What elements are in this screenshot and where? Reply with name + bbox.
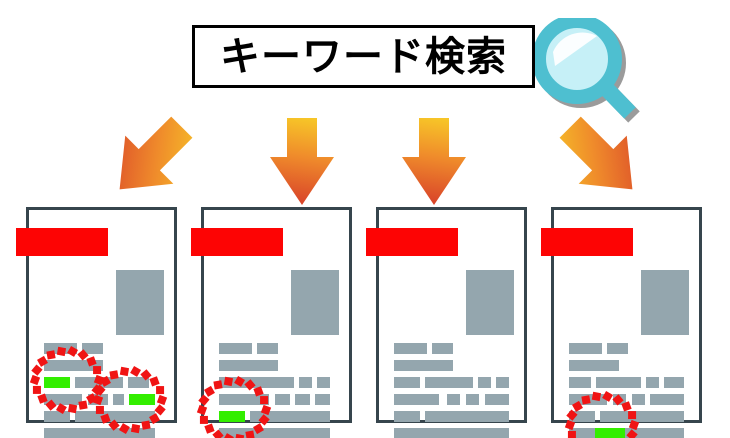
document-page-4[interactable] bbox=[541, 207, 702, 438]
text-line bbox=[650, 394, 684, 405]
text-line bbox=[569, 360, 619, 371]
text-line bbox=[613, 394, 626, 405]
keyword-highlight bbox=[44, 377, 70, 388]
text-line bbox=[219, 394, 269, 405]
text-line bbox=[75, 377, 123, 388]
text-line bbox=[295, 394, 310, 405]
text-line bbox=[128, 377, 149, 388]
keyword-highlight bbox=[219, 411, 245, 422]
text-line bbox=[600, 411, 684, 422]
arrow-to-page-4 bbox=[559, 116, 633, 190]
text-line bbox=[44, 428, 155, 438]
page-header-bar bbox=[191, 228, 283, 256]
text-line bbox=[113, 394, 124, 405]
page-title: キーワード検索 bbox=[220, 33, 507, 80]
text-line bbox=[432, 343, 453, 354]
text-line bbox=[425, 411, 509, 422]
text-line bbox=[299, 377, 312, 388]
text-line bbox=[478, 377, 491, 388]
text-line bbox=[625, 428, 684, 438]
text-line bbox=[394, 360, 453, 371]
text-line bbox=[275, 394, 290, 405]
text-line bbox=[569, 343, 602, 354]
text-line bbox=[82, 343, 103, 354]
keyword-search-title-box: キーワード検索 bbox=[192, 25, 535, 88]
arrow-to-page-2 bbox=[270, 118, 334, 205]
text-line bbox=[646, 377, 659, 388]
text-line bbox=[257, 343, 278, 354]
page-image-placeholder bbox=[466, 270, 514, 335]
text-line bbox=[317, 377, 330, 388]
text-line bbox=[607, 343, 628, 354]
search-magnifier-icon bbox=[532, 14, 643, 123]
text-line bbox=[219, 360, 278, 371]
text-line bbox=[219, 343, 252, 354]
text-line bbox=[44, 343, 77, 354]
text-line bbox=[44, 394, 82, 405]
text-line bbox=[632, 394, 645, 405]
text-line bbox=[596, 377, 641, 388]
text-line bbox=[219, 428, 330, 438]
text-line bbox=[569, 394, 607, 405]
keyword-highlight bbox=[129, 394, 155, 405]
text-line bbox=[569, 428, 595, 438]
page-content bbox=[204, 210, 349, 438]
text-line bbox=[485, 394, 509, 405]
text-line bbox=[425, 377, 473, 388]
text-line bbox=[219, 377, 294, 388]
text-line bbox=[569, 411, 595, 422]
text-line bbox=[394, 394, 439, 405]
text-line bbox=[315, 394, 330, 405]
text-line bbox=[394, 343, 427, 354]
text-line bbox=[447, 394, 460, 405]
text-line bbox=[394, 377, 420, 388]
page-image-placeholder bbox=[116, 270, 164, 335]
page-image-placeholder bbox=[641, 270, 689, 335]
document-page-1[interactable] bbox=[16, 207, 177, 438]
text-line bbox=[496, 377, 509, 388]
text-line bbox=[569, 377, 591, 388]
text-line bbox=[394, 411, 420, 422]
document-page-3[interactable] bbox=[366, 207, 527, 438]
page-header-bar bbox=[541, 228, 633, 256]
page-header-bar bbox=[16, 228, 108, 256]
text-line bbox=[88, 394, 108, 405]
text-line bbox=[75, 411, 155, 422]
page-header-bar bbox=[366, 228, 458, 256]
page-content bbox=[379, 210, 524, 438]
arrow-to-page-3 bbox=[402, 118, 466, 205]
text-line bbox=[664, 377, 684, 388]
text-line bbox=[250, 411, 330, 422]
text-line bbox=[44, 360, 103, 371]
text-line bbox=[466, 394, 479, 405]
page-image-placeholder bbox=[291, 270, 339, 335]
keyword-highlight bbox=[595, 428, 625, 438]
arrow-to-page-1 bbox=[119, 116, 193, 190]
text-line bbox=[394, 428, 509, 438]
document-page-2[interactable] bbox=[191, 207, 352, 438]
text-line bbox=[44, 411, 70, 422]
